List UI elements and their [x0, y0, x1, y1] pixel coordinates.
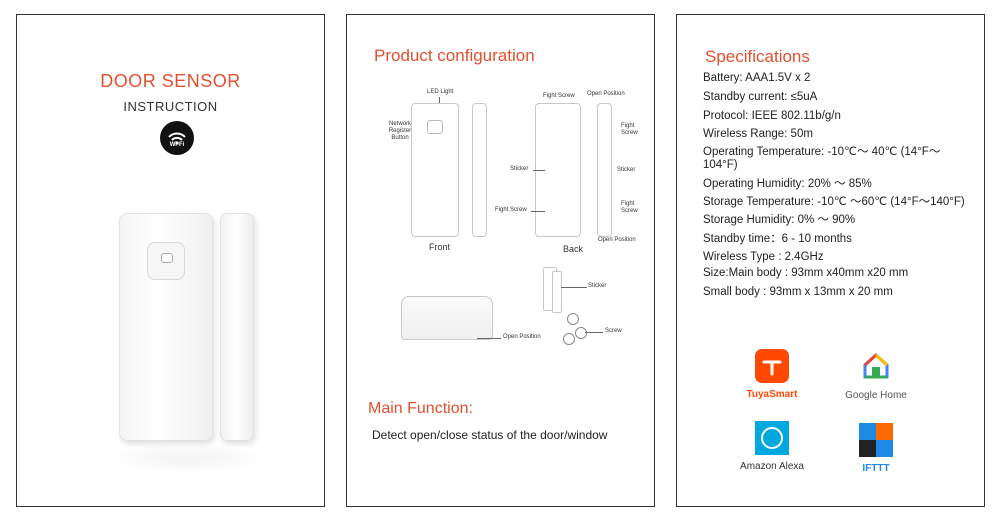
ifttt-brand: IFTTT	[833, 423, 919, 474]
led-light-label: LED Light	[427, 89, 454, 95]
spec-size-main: Size:Main body : 93mm x40mm x20 mm	[703, 267, 909, 279]
specifications-panel: Specifications Battery: AAA1.5V x 2 Stan…	[676, 14, 985, 507]
google-home-icon	[863, 352, 889, 379]
tuya-brand: TuyaSmart	[729, 349, 815, 400]
open-position-label: Open Position	[503, 334, 541, 340]
side-view-body	[401, 296, 493, 340]
cover-title: DOOR SENSOR	[100, 71, 241, 91]
spec-wireless-range: Wireless Range: 50m	[703, 128, 813, 140]
spec-storage-temperature: Storage Temperature: -10℃ ～60℃ (14°F～140…	[703, 196, 965, 208]
sticker-strip	[552, 271, 562, 313]
label-line: Button	[391, 135, 409, 141]
product-shadow	[107, 443, 267, 473]
spec-standby-time: Standby time：6 - 10 months	[703, 233, 852, 245]
specifications-title: Specifications	[705, 47, 810, 66]
leader-line	[585, 332, 603, 333]
spec-standby-current: Standby current: ≤5uA	[703, 91, 818, 103]
front-caption: Front	[429, 242, 451, 252]
alexa-brand: Amazon Alexa	[729, 421, 815, 472]
label-line: Fight	[621, 123, 635, 129]
tuya-icon	[755, 349, 789, 383]
network-register-button-label: Network Register Button	[385, 121, 415, 142]
front-main-body	[411, 103, 459, 237]
cover-subtitle: INSTRUCTION	[123, 99, 218, 114]
alexa-icon	[755, 421, 789, 455]
cover-panel: DOOR SENSOR INSTRUCTION Wi-Fi	[16, 14, 325, 507]
spec-protocol: Protocol: IEEE 802.11b/g/n	[703, 110, 841, 122]
wifi-icon: Wi-Fi	[160, 121, 194, 155]
spec-operating-temperature: Operating Temperature: -10℃～ 40℃ (14°F～	[703, 146, 941, 158]
screw-accessory-label: Screw	[605, 328, 622, 334]
label-line: Register	[388, 128, 412, 134]
label-line: Fight	[621, 201, 635, 207]
ifttt-label: IFTTT	[862, 463, 890, 474]
sticker-label: Sticker	[510, 166, 529, 172]
wifi-badge-label: Wi-Fi	[169, 142, 185, 148]
fight-screw-label: Fight Screw	[543, 93, 575, 99]
google-home-label: Google Home	[845, 390, 907, 401]
front-magnet-body	[472, 103, 487, 237]
spec-operating-humidity: Operating Humidity: 20% ～ 85%	[703, 178, 872, 190]
fight-screw-label: Fight Screw	[621, 201, 638, 215]
spec-size-small: Small body : 93mm x 13mm x 20 mm	[703, 286, 893, 298]
label-line: Screw	[621, 130, 638, 136]
spec-operating-temperature-cont: 104°F)	[703, 159, 738, 171]
alexa-label: Amazon Alexa	[740, 461, 804, 472]
fight-screw-label: Fight Screw	[495, 207, 527, 213]
back-magnet-body	[597, 103, 612, 237]
screw-icon	[563, 333, 575, 345]
spec-battery: Battery: AAA1.5V x 2	[703, 72, 811, 84]
configuration-panel: Product configuration LED Light Network …	[346, 14, 655, 507]
label-line: Screw	[621, 208, 638, 214]
leader-line	[561, 287, 587, 288]
sensor-button	[147, 242, 185, 280]
open-position-label: Open Position	[587, 91, 625, 97]
spec-wireless-type: Wireless Type : 2.4GHz	[703, 251, 824, 263]
sticker-accessory-label: Sticker	[588, 283, 607, 289]
configuration-title: Product configuration	[374, 46, 535, 65]
sensor-main-body	[119, 213, 213, 441]
fight-screw-label: Fight Screw	[621, 123, 638, 137]
label-line: Network	[388, 121, 411, 127]
google-home-brand: Google Home	[833, 349, 919, 401]
open-position-label: Open Position	[598, 237, 636, 243]
sticker-label: Sticker	[617, 167, 636, 173]
spec-storage-humidity: Storage Humidity: 0% ～ 90%	[703, 214, 856, 226]
main-function-title: Main Function:	[368, 400, 473, 417]
main-function-text: Detect open/close status of the door/win…	[372, 428, 608, 442]
led-indicator	[161, 253, 173, 263]
ifttt-icon	[859, 423, 893, 457]
back-caption: Back	[563, 244, 584, 254]
leader-line	[533, 170, 545, 171]
leader-line	[531, 211, 545, 212]
screw-icon	[575, 327, 587, 339]
screw-icon	[567, 313, 579, 325]
leader-line	[477, 338, 501, 339]
tuya-label: TuyaSmart	[746, 389, 798, 400]
register-button	[427, 120, 443, 134]
sensor-magnet-body	[220, 213, 254, 441]
